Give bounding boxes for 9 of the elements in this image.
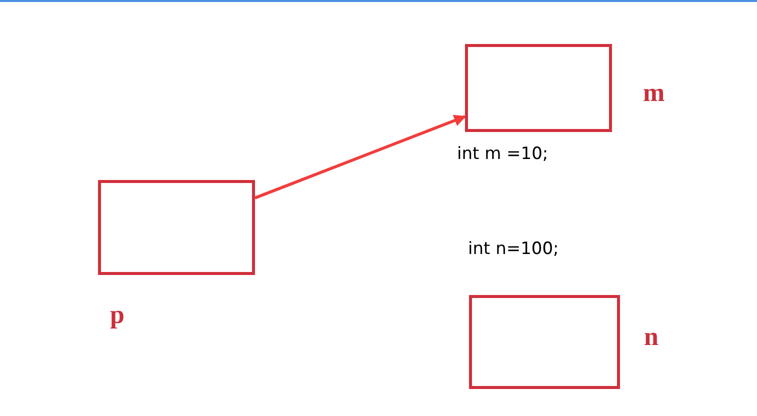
memory-box (465, 44, 612, 132)
variable-name: n (644, 324, 658, 350)
code-text: int m =10; (457, 146, 548, 163)
memory-box (98, 180, 255, 275)
code-text: int n=100; (468, 241, 559, 258)
variable-name: m (643, 80, 665, 106)
memory-box (469, 295, 620, 389)
variable-name: p (110, 302, 124, 328)
arrow (254, 114, 466, 200)
